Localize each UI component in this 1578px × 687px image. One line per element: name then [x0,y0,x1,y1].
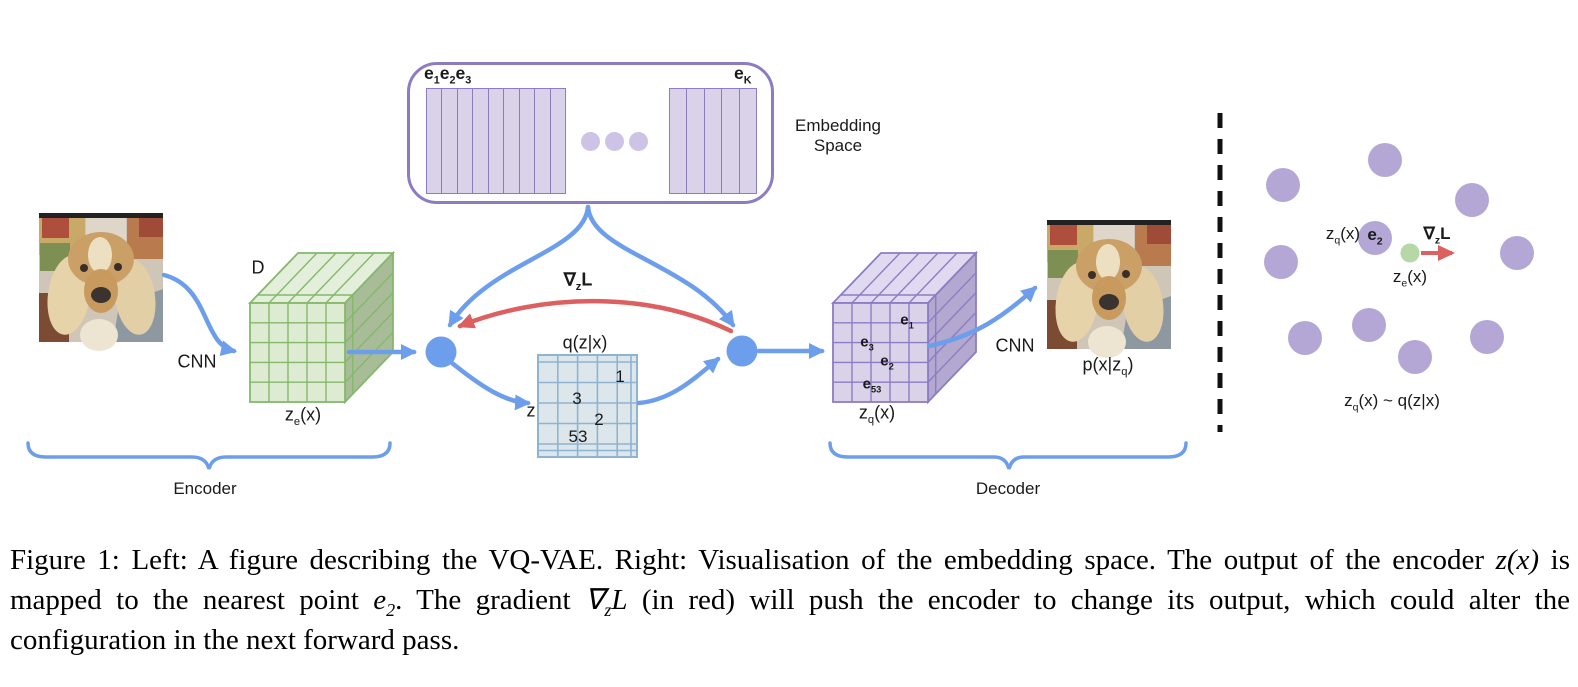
vqvae-diagram: e1e2e3 eK Embedding Space CNN D ze(x) En… [26,62,1578,498]
codebook-vector [535,89,551,193]
embedding-space-label-line1: Embedding [794,116,881,135]
caption-math: ∇zL [584,584,628,620]
encoder-output-point [1400,243,1420,263]
encoder-brace-label: Encoder [173,479,237,498]
codebook-vectors-left-group [426,88,566,194]
caption-math: z(x) [1495,544,1540,576]
left-junction-node [425,336,457,368]
grid-index-value: 3 [572,389,582,408]
embedding-point [1264,245,1298,279]
caption-text: Figure 1: Left: A figure describing the … [10,544,1496,576]
right-junction-node [726,335,758,367]
encoder-brace [26,441,392,470]
codebook-vector [705,89,723,193]
encoder-output-cube [247,250,396,405]
arrow-codebook-to-left-node [447,204,591,328]
embedding-point [1266,168,1300,202]
codebook-vector [551,89,565,193]
codebook-vector [520,89,536,193]
codebook-vector [458,89,474,193]
codebook-e123-label: e1e2e3 [424,63,472,87]
caption-math: e2 [373,584,396,620]
codebook-vector [427,89,443,193]
ellipsis-dot [629,132,648,151]
codebook-vector [722,89,740,193]
gradient-label: ∇zL [563,269,593,294]
grid-index-value: 53 [568,427,588,446]
embedding-point [1455,183,1489,217]
posterior-label: q(z|x) [562,332,608,353]
embedding-point [1288,321,1322,355]
embedding-point [1358,221,1392,255]
codebook-ellipsis [581,132,648,151]
depth-d-label: D [251,257,265,278]
figure-caption: Figure 1: Left: A figure describing the … [10,540,1570,660]
grid-index-value: 2 [594,410,604,429]
codebook-vectors-right-group [669,88,757,194]
rp-zq-label: zq(x) [1325,224,1361,247]
diagram-graphics [26,113,1455,470]
quantized-cell-label: e2 [880,352,894,372]
arrow-decoder-to-image [926,285,1038,349]
caption-text: (in red) will push the encoder to change… [10,584,1570,656]
quantized-output-cube [830,250,979,405]
decoder-brace-label: Decoder [975,479,1041,498]
quantized-cell-label: e3 [860,333,874,353]
codebook-vector [473,89,489,193]
embedding-point [1398,340,1432,374]
gradient-arrow [457,298,734,334]
ellipsis-dot [581,132,600,151]
arrow-image-to-encoder [161,272,237,357]
rp-e2-label: e2 [1367,225,1383,248]
grid-index-value: 1 [615,367,625,386]
quantized-cube-labels: e1 e3 e2 e53 [833,303,928,402]
embedding-space-visualisation: zq(x) e2 ∇zL ze(x) zq(x) ~ q(z|x) [1200,90,1578,460]
ellipsis-dot [605,132,624,151]
codebook-vector [489,89,505,193]
input-image [39,213,163,351]
embedding-space-box [407,62,774,204]
rp-sampling-formula: zq(x) ~ q(z|x) [1344,391,1440,414]
embedding-space-label-line2: Space [813,136,863,155]
codebook-vector [504,89,520,193]
codebook-vector [442,89,458,193]
posterior-grid [537,354,638,458]
ze-cube-label: ze(x) [284,404,322,429]
encoder-cnn-label: CNN [177,351,217,372]
caption-text: . The gradient [395,584,585,616]
zq-cube-label: zq(x) [858,402,896,427]
decoder-brace [828,441,1188,470]
arrow-grid-to-node [636,356,721,406]
z-label: z [526,400,536,421]
rp-ze-label: ze(x) [1392,267,1428,290]
reconstructed-image [1047,220,1171,358]
codebook-vector [687,89,705,193]
decoder-cnn-label: CNN [995,335,1035,356]
quantized-cell-label: e1 [900,311,914,331]
codebook-eK-label: eK [734,63,752,87]
reconstruction-label: p(x|zq) [1082,354,1134,379]
embedding-space-label: Embedding Space [782,116,894,156]
arrow-node-to-grid [449,360,531,411]
embedding-point [1500,236,1534,270]
arrow-codebook-to-right-node [585,204,736,328]
embedding-point [1368,143,1402,177]
caption-text: is mapped to the nearest point [10,544,1570,616]
embedding-point [1352,308,1386,342]
embedding-point [1470,320,1504,354]
rp-gradient-label: ∇zL [1423,224,1451,247]
codebook-vector [670,89,688,193]
quantized-cell-label: e53 [862,375,882,395]
codebook-vector [740,89,756,193]
